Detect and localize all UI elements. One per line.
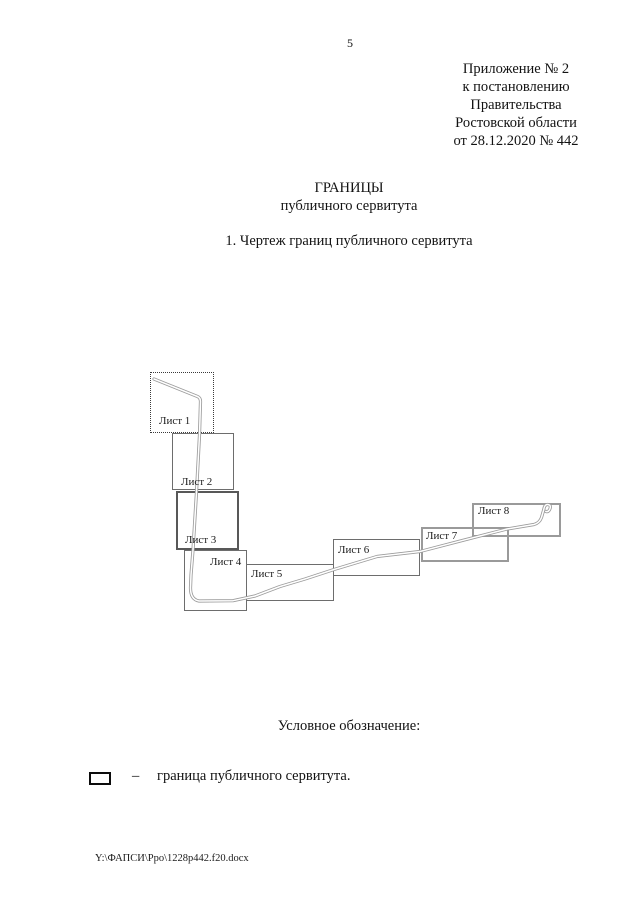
sheet-box-2: Лист 2 (172, 433, 234, 490)
legend-row: – граница публичного сервитута. (0, 768, 640, 790)
sheet-label-3: Лист 3 (185, 534, 217, 546)
sheet-label-1: Лист 1 (159, 415, 191, 427)
legend-heading: Условное обозначение: (277, 718, 421, 734)
sheet-label-7: Лист 7 (426, 530, 458, 542)
sheet-label-6: Лист 6 (338, 544, 370, 556)
annex-line: к постановлению (462, 79, 570, 95)
sheet-box-3: Лист 3 (176, 491, 239, 550)
title-line-1: ГРАНИЦЫ (314, 180, 384, 196)
page-number: 5 (347, 36, 353, 50)
sheet-box-6: Лист 6 (333, 539, 420, 576)
footer-file-path: Y:\ФАПСИ\Ppo\1228p442.f20.docx (95, 853, 249, 864)
document-title: ГРАНИЦЫ публичного сервитута (58, 180, 640, 215)
sheet-box-1: Лист 1 (150, 372, 214, 433)
boundary-symbol (89, 772, 111, 785)
annex-line: Правительства (470, 97, 562, 113)
sheet-label-5: Лист 5 (251, 568, 283, 580)
legend-dash: – (132, 768, 140, 784)
annex-line: Приложение № 2 (462, 61, 570, 77)
sheet-label-4: Лист 4 (210, 556, 242, 568)
sheet-box-8: Лист 8 (472, 503, 561, 537)
section-title: 1. Чертеж границ публичного сервитута (225, 233, 473, 249)
title-line-2: публичного сервитута (280, 197, 418, 214)
annex-line: от 28.12.2020 № 442 (453, 133, 579, 149)
sheet-label-8: Лист 8 (478, 505, 510, 517)
sheet-box-4: Лист 4 (184, 550, 247, 611)
annex-line: Ростовской области (455, 115, 577, 131)
sheet-label-2: Лист 2 (181, 476, 213, 488)
legend-label: граница публичного сервитута. (157, 768, 351, 784)
annex-header: Приложение № 2 к постановлению Правитель… (448, 60, 584, 150)
sheet-box-5: Лист 5 (246, 564, 334, 601)
